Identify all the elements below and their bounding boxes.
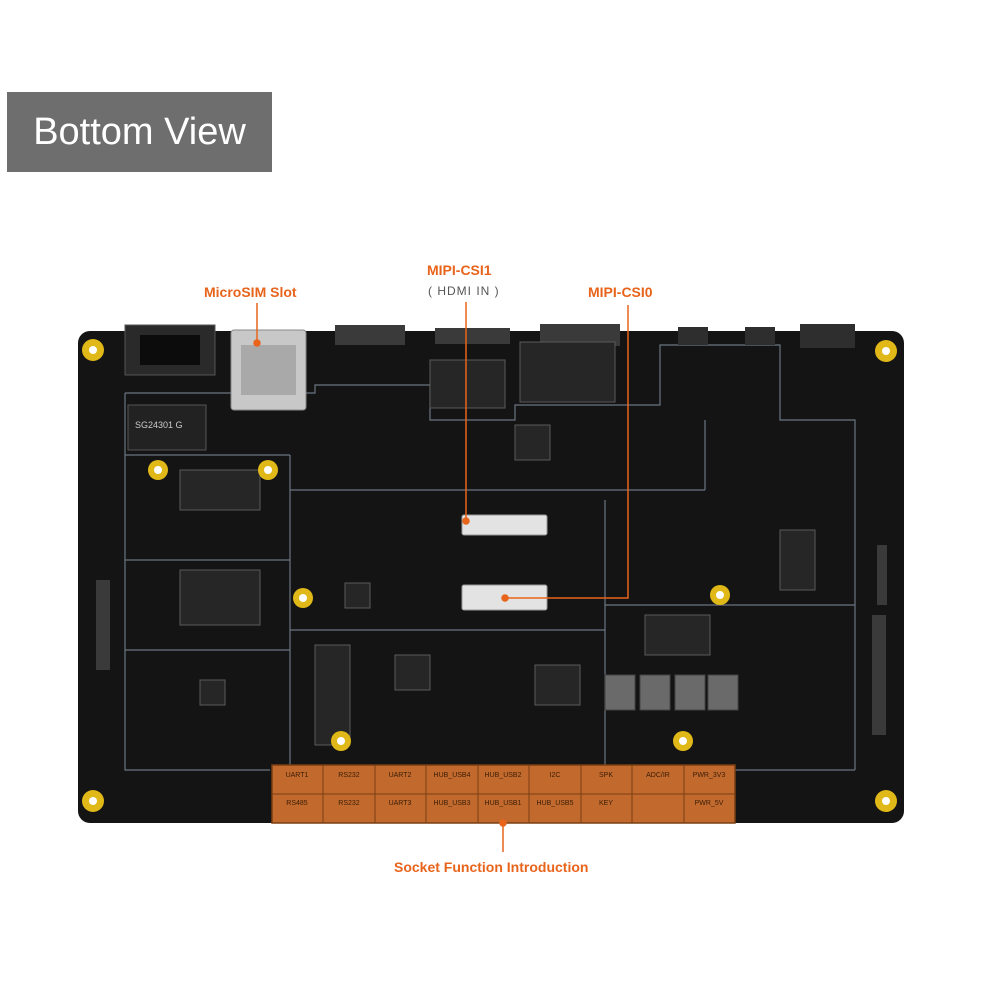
socket-label: ADC/IR	[646, 772, 670, 779]
ic-chip-6	[779, 529, 816, 591]
component-block-1	[429, 359, 506, 409]
component-row-1	[179, 469, 261, 511]
leader-dot-mipi-csi0	[501, 594, 509, 602]
ethernet-port	[140, 335, 200, 365]
header-connector-2	[435, 328, 510, 344]
inductor-1	[604, 674, 636, 711]
leader-dot-microsim	[253, 339, 261, 347]
socket-label: RS232	[338, 800, 360, 807]
socket-label: RS485	[286, 800, 308, 807]
socket-label: UART2	[389, 772, 412, 779]
socket-label: HUB_USB4	[434, 772, 471, 779]
ic-chip-3	[394, 654, 431, 691]
mounting-hole	[673, 731, 693, 751]
socket-label: PWR_5V	[695, 800, 724, 807]
callout-leaders	[253, 302, 629, 852]
mounting-hole	[331, 731, 351, 751]
component-row-2	[179, 569, 261, 626]
socket-label: HUB_USB1	[485, 800, 522, 807]
callout-microsim-slot: MicroSIM Slot	[204, 284, 297, 300]
mipi-csi1-connector	[461, 514, 548, 536]
mounting-hole	[148, 460, 168, 480]
transformer-module	[127, 404, 207, 451]
microsim-contacts	[241, 345, 296, 395]
power-jack	[800, 324, 855, 348]
socket-label: PWR_3V3	[693, 772, 726, 779]
inductor-2	[639, 674, 671, 711]
left-pin-header	[96, 580, 110, 670]
callout-mipi-csi1: MIPI-CSI1	[427, 262, 492, 278]
mounting-hole	[258, 460, 278, 480]
mounting-hole	[82, 339, 104, 361]
callout-socket-function: Socket Function Introduction	[394, 859, 589, 875]
title-text: Bottom View	[33, 110, 246, 153]
leader-dot-socket	[499, 819, 507, 827]
ic-chip-1	[514, 424, 551, 461]
callout-mipi-csi1-sub: ( HDMI IN )	[428, 284, 500, 298]
mounting-holes	[82, 339, 897, 812]
inductors	[604, 674, 739, 711]
component-block-2	[519, 341, 616, 403]
socket-label: HUB_USB5	[537, 800, 574, 807]
callout-mipi-csi0: MIPI-CSI0	[588, 284, 653, 300]
ic-chip-2	[314, 644, 351, 746]
audio-jack-2	[745, 327, 775, 345]
db9-connector	[540, 324, 620, 346]
mounting-hole	[710, 585, 730, 605]
inductor-3	[674, 674, 706, 711]
ic-chip-4	[534, 664, 581, 706]
socket-strip: UART1 RS232 UART2 HUB_USB4 HUB_USB2 I2C …	[271, 764, 736, 824]
mounting-hole	[875, 790, 897, 812]
socket-label: UART1	[286, 772, 309, 779]
ic-chip-7	[199, 679, 226, 706]
socket-label: I2C	[550, 772, 561, 779]
inductor-4	[707, 674, 739, 711]
ic-chip-8	[344, 582, 371, 609]
socket-label: RS232	[338, 772, 360, 779]
socket-label: SPK	[599, 772, 613, 779]
title-banner: Bottom View	[7, 92, 272, 172]
leader-dot-mipi-csi1	[462, 517, 470, 525]
side-pin-headers	[96, 545, 887, 735]
transformer-marking: SG24301 G	[135, 420, 183, 430]
top-connectors	[124, 324, 855, 411]
mounting-hole	[293, 588, 313, 608]
silkscreen-outlines	[124, 344, 856, 771]
right-pin-header-2	[877, 545, 887, 605]
mounting-hole	[82, 790, 104, 812]
socket-label: KEY	[599, 800, 613, 807]
socket-label: HUB_USB3	[434, 800, 471, 807]
socket-label: HUB_USB2	[485, 772, 522, 779]
mounting-hole	[875, 340, 897, 362]
right-pin-header	[872, 615, 886, 735]
socket-strip-gridlines	[272, 765, 735, 823]
audio-jack-1	[678, 327, 708, 345]
ic-chip-5	[644, 614, 711, 656]
socket-label: UART3	[389, 800, 412, 807]
header-connector-1	[335, 325, 405, 345]
leader-mipi-csi0	[505, 305, 629, 599]
components	[179, 341, 816, 746]
